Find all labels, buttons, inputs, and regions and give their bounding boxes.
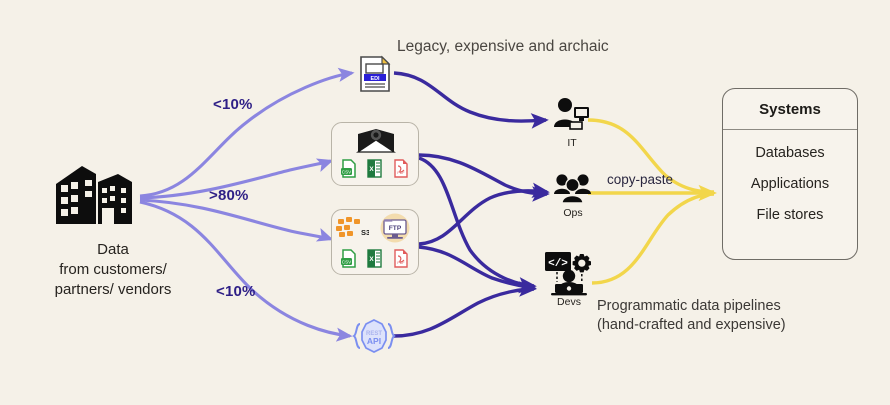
s3-bucket-icon: S3 — [336, 217, 369, 237]
email-channel-box[interactable]: CSV X PDF — [331, 122, 419, 186]
ops-group-label: Ops — [563, 207, 583, 219]
percent-label-api: <10% — [216, 283, 256, 300]
systems-title: Systems — [723, 89, 857, 130]
arrow-edi-to-it — [393, 71, 549, 129]
percent-label-email: >80% — [209, 187, 249, 204]
svg-text:PDF: PDF — [397, 171, 405, 175]
pdf-file-icon: PDF — [394, 159, 408, 178]
percent-label-edi: <10% — [213, 96, 253, 113]
svg-text:FTP: FTP — [389, 225, 402, 232]
arrow-source-to-s3 — [139, 198, 334, 242]
copy-paste-label: copy-paste — [607, 172, 674, 187]
arrow-api-to-devs — [393, 281, 537, 338]
people-to-systems-arrows — [587, 118, 717, 285]
source-to-channel-arrows — [139, 67, 355, 342]
ops-group-node[interactable] — [554, 172, 592, 209]
systems-item-applications: Applications — [750, 176, 830, 192]
arrow-source-to-email — [139, 158, 334, 200]
source-caption-line-2: from customers/ — [59, 260, 167, 278]
excel-file-icon: X — [367, 249, 382, 268]
svg-text:CSV: CSV — [342, 260, 352, 265]
excel-file-icon: X — [367, 159, 382, 178]
arrow-email-to-devs — [418, 156, 537, 293]
legacy-annotation: Legacy, expensive and archaic — [397, 38, 609, 55]
s3-ftp-channel-box[interactable]: S3 FTP CSV X PDF — [331, 209, 419, 275]
systems-item-databases: Databases — [755, 145, 825, 161]
edi-document-icon: EDI — [360, 55, 391, 92]
s3-label-text: S3 — [361, 228, 369, 237]
api-badge-rest: REST — [366, 331, 382, 337]
systems-box[interactable]: Systems Databases Applications File stor… — [722, 88, 858, 260]
pdf-file-icon: PDF — [394, 249, 408, 268]
csv-file-icon: CSV — [341, 249, 356, 268]
arrow-source-to-api — [139, 200, 353, 342]
office-building-icon — [56, 166, 132, 224]
svg-text:CSV: CSV — [342, 170, 352, 175]
rest-api-icon: REST API — [352, 319, 396, 353]
api-badge-api: API — [367, 336, 381, 346]
programmatic-line-1: Programmatic data pipelines — [597, 298, 781, 314]
email-envelope-icon — [356, 129, 396, 153]
data-source-caption: Data from customers/ partners/ vendors — [18, 240, 208, 300]
source-caption-line-3: partners/ vendors — [54, 280, 172, 298]
channel-to-people-arrows — [393, 71, 550, 338]
systems-item-filestores: File stores — [756, 207, 824, 223]
csv-file-icon: CSV — [341, 159, 356, 178]
programmatic-annotation: Programmatic data pipelines (hand-crafte… — [597, 297, 786, 335]
it-person-computer-icon — [554, 98, 589, 130]
ops-group-icon — [554, 174, 591, 204]
developer-laptop-icon: </> — [545, 252, 591, 296]
svg-text:</>: </> — [548, 258, 568, 270]
edi-channel-node[interactable]: EDI — [358, 55, 392, 98]
api-channel-node[interactable]: REST API — [352, 316, 396, 361]
svg-text:PDF: PDF — [397, 261, 405, 265]
svg-text:X: X — [369, 166, 374, 173]
source-caption-line-1: Data — [97, 241, 129, 258]
it-person-label: IT — [567, 137, 577, 149]
data-source-node — [52, 158, 140, 235]
arrow-devs-to-systems — [591, 192, 715, 285]
devs-label: Devs — [557, 296, 581, 308]
it-person-node[interactable] — [552, 97, 592, 136]
programmatic-line-2: (hand-crafted and expensive) — [597, 316, 786, 333]
arrow-source-to-edi — [139, 67, 355, 198]
ftp-server-icon: FTP — [380, 213, 410, 243]
devs-node[interactable]: </> — [543, 252, 595, 301]
svg-text:X: X — [369, 256, 374, 263]
edi-badge-text: EDI — [371, 76, 380, 82]
arrow-s3-to-ops — [418, 182, 550, 246]
